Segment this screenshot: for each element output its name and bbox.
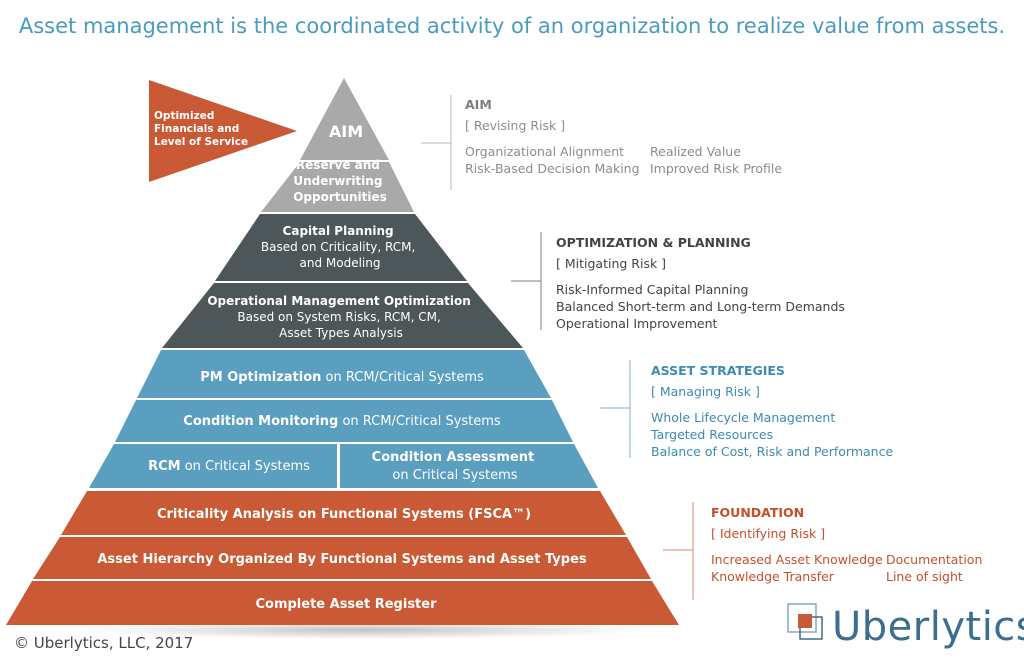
tier-ca — [340, 444, 598, 488]
strategies-panel-subtitle: [ Managing Risk ] — [651, 384, 760, 399]
arrow-label: Optimized Financials and Level of Servic… — [154, 110, 248, 148]
reserve-label: Reserve and Underwriting Opportunities — [293, 158, 387, 204]
copyright: © Uberlytics, LLC, 2017 — [14, 634, 194, 652]
tier-rcm — [89, 444, 337, 488]
list-item: Improved Risk Profile — [650, 161, 783, 176]
rcm-label: RCM on Critical Systems — [148, 459, 310, 474]
tier-reserve — [261, 162, 414, 212]
list-item: Operational Improvement — [556, 316, 718, 331]
uberlytics-logo-icon — [787, 603, 823, 640]
operational-label: Operational Management Optimization Base… — [207, 294, 474, 340]
aim-panel-title: AIM — [465, 97, 492, 112]
register-label: Complete Asset Register — [255, 597, 437, 612]
aim-label: AIM — [329, 122, 363, 141]
tier-hierarchy — [33, 537, 651, 579]
foundation-panel-subtitle: [ Identifying Risk ] — [711, 526, 826, 541]
optimization-panel-title: OPTIMIZATION & PLANNING — [556, 235, 751, 250]
list-item: Organizational Alignment — [465, 144, 625, 159]
aim-panel: AIM [ Revising Risk ] Organizational Ali… — [465, 97, 790, 177]
tier-register — [6, 581, 679, 625]
ca-label: Condition Assessment on Critical Systems — [372, 450, 539, 483]
logo-name: Uberlytics — [832, 604, 1024, 650]
pyramid-shadow — [85, 621, 645, 639]
tier-pm — [137, 350, 551, 398]
optimized-arrow — [149, 80, 297, 182]
tier-fsca — [61, 491, 626, 535]
pm-label: PM Optimization on RCM/Critical Systems — [200, 370, 484, 385]
list-item: Targeted Resources — [651, 427, 774, 442]
list-item: Balance of Cost, Risk and Performance — [651, 444, 894, 459]
strategies-panel-title: ASSET STRATEGIES — [651, 363, 785, 378]
list-item: Line of sight — [886, 569, 963, 584]
foundation-panel-title: FOUNDATION — [711, 505, 805, 520]
fsca-label: Criticality Analysis on Functional Syste… — [157, 507, 531, 522]
page-title: Asset management is the coordinated acti… — [18, 14, 1006, 38]
optimization-panel-subtitle: [ Mitigating Risk ] — [556, 256, 667, 271]
foundation-panel: FOUNDATION [ Identifying Risk ] Increase… — [711, 505, 1006, 585]
list-item: Risk-Based Decision Making — [465, 161, 640, 176]
list-item: Increased Asset Knowledge — [711, 552, 883, 567]
tier-aim — [300, 78, 389, 160]
capital-label: Capital Planning Based on Criticality, R… — [261, 224, 419, 270]
optimization-panel: OPTIMIZATION & PLANNING [ Mitigating Ris… — [556, 235, 845, 332]
aim-panel-subtitle: [ Revising Risk ] — [465, 118, 566, 133]
list-item: Documentation — [886, 552, 983, 567]
tier-operational — [162, 283, 523, 348]
list-item: Realized Value — [650, 144, 741, 159]
list-item: Balanced Short-term and Long-term Demand… — [556, 299, 845, 314]
list-item: Risk-Informed Capital Planning — [556, 282, 749, 297]
list-item: Knowledge Transfer — [711, 569, 834, 584]
tier-capital — [215, 214, 467, 281]
hierarchy-label: Asset Hierarchy Organized By Functional … — [97, 552, 587, 567]
strategies-panel: ASSET STRATEGIES [ Managing Risk ] Whole… — [651, 363, 893, 460]
uberlytics-logo: Uberlytics™ — [832, 604, 1024, 650]
list-item: Whole Lifecycle Management — [651, 410, 836, 425]
tier-cm — [115, 400, 573, 442]
cm-label: Condition Monitoring on RCM/Critical Sys… — [183, 414, 501, 429]
